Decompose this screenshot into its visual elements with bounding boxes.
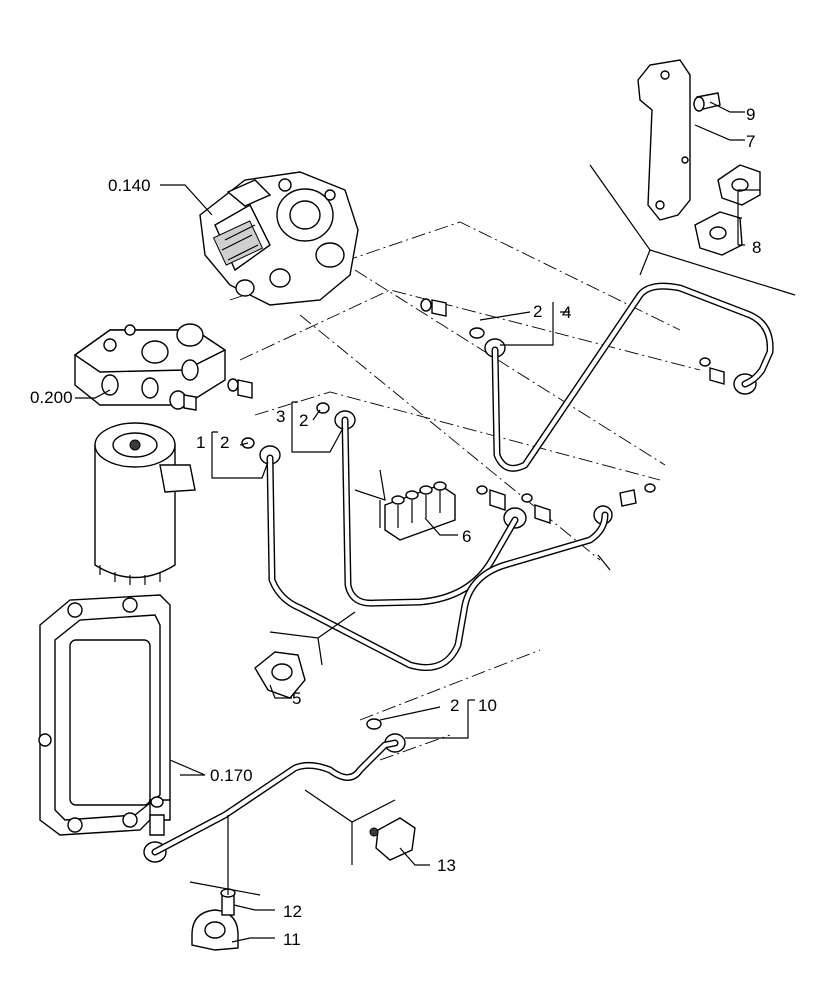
label-6: 6 — [462, 527, 471, 546]
label-5: 5 — [292, 689, 301, 708]
label-3: 3 — [276, 407, 285, 426]
clamp-part-11 — [191, 909, 239, 951]
callout-labels: 0.140 0.200 0.170 1 2 3 2 2 4 2 10 5 6 7… — [30, 105, 761, 949]
label-0140: 0.140 — [108, 176, 151, 195]
label-2-c: 2 — [533, 302, 542, 321]
filter-head-manifold — [73, 323, 227, 406]
label-12: 12 — [283, 902, 302, 921]
label-0170: 0.170 — [210, 766, 253, 785]
clip-part-5 — [254, 651, 306, 699]
clip-part-8 — [694, 164, 761, 256]
bracket-part-7 — [637, 59, 691, 221]
bolt-part-9 — [693, 92, 721, 112]
leader-lines — [75, 101, 760, 943]
label-8: 8 — [752, 238, 761, 257]
label-9: 9 — [746, 105, 755, 124]
fuel-filter-cartridge — [94, 422, 196, 585]
label-10: 10 — [478, 696, 497, 715]
label-2-d: 2 — [450, 696, 459, 715]
injection-pump — [199, 171, 359, 306]
fuel-lines — [151, 282, 774, 856]
label-2-b: 2 — [299, 411, 308, 430]
label-4: 4 — [562, 303, 571, 322]
label-11: 11 — [283, 930, 301, 949]
clamp-block-part-6 — [384, 481, 456, 541]
label-2-a: 2 — [220, 433, 229, 452]
section-ticks — [189, 164, 796, 896]
ecu-unit — [38, 594, 171, 836]
label-1: 1 — [196, 433, 205, 452]
sensor-part-13 — [369, 817, 416, 861]
label-13: 13 — [437, 856, 456, 875]
label-7: 7 — [746, 132, 755, 151]
label-0200: 0.200 — [30, 388, 73, 407]
